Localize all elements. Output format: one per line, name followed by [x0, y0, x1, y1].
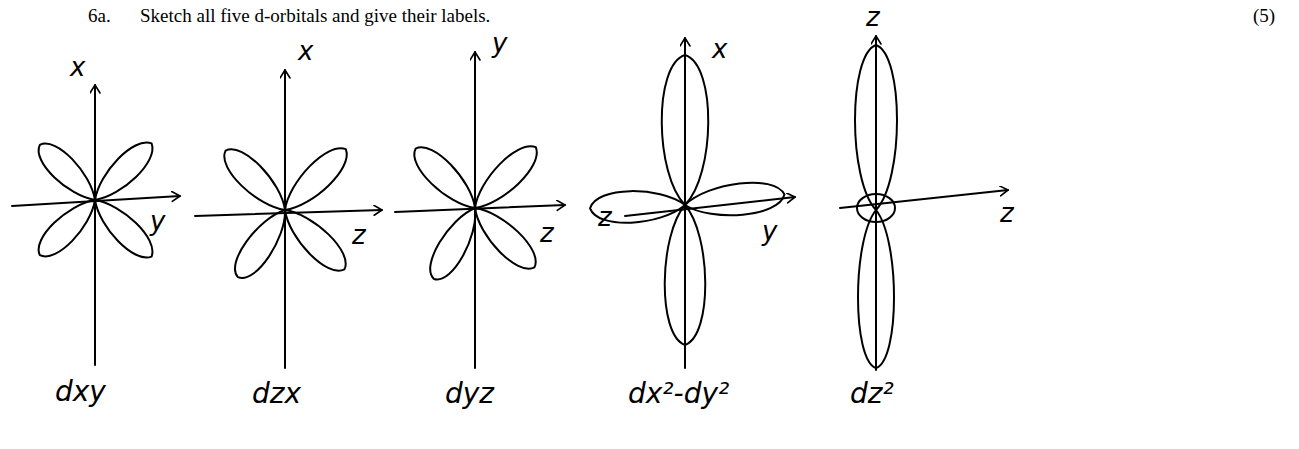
- orbital-label: dxy: [55, 378, 106, 406]
- orbital-label: dx²-dy²: [628, 380, 729, 408]
- axis-label: y: [762, 218, 777, 244]
- axis-label: z: [352, 222, 366, 248]
- orbital-label: dz²: [850, 380, 894, 408]
- axis-label: y: [150, 208, 165, 234]
- axis-label: x: [712, 36, 727, 62]
- axis-label: z: [598, 204, 612, 230]
- axis-label: z: [866, 4, 880, 30]
- dyz-orbital: [395, 52, 565, 368]
- orbital-label: dzx: [252, 380, 301, 408]
- axis-label: x: [298, 38, 313, 64]
- axis-label: z: [1000, 200, 1014, 226]
- axis-label: y: [492, 30, 507, 56]
- axis-label: z: [540, 220, 554, 246]
- orbital-label: dyz: [445, 380, 494, 408]
- dxy-orbital: [12, 85, 180, 365]
- dx2-dy2-orbital: [590, 38, 795, 368]
- mark-count: (5): [1253, 6, 1275, 25]
- question-number: 6a.: [88, 6, 111, 25]
- dzx-orbital: [195, 70, 382, 368]
- axis-label: x: [70, 54, 85, 80]
- question-text: Sketch all five d-orbitals and give thei…: [140, 6, 490, 25]
- dz2-orbital: [840, 36, 1008, 370]
